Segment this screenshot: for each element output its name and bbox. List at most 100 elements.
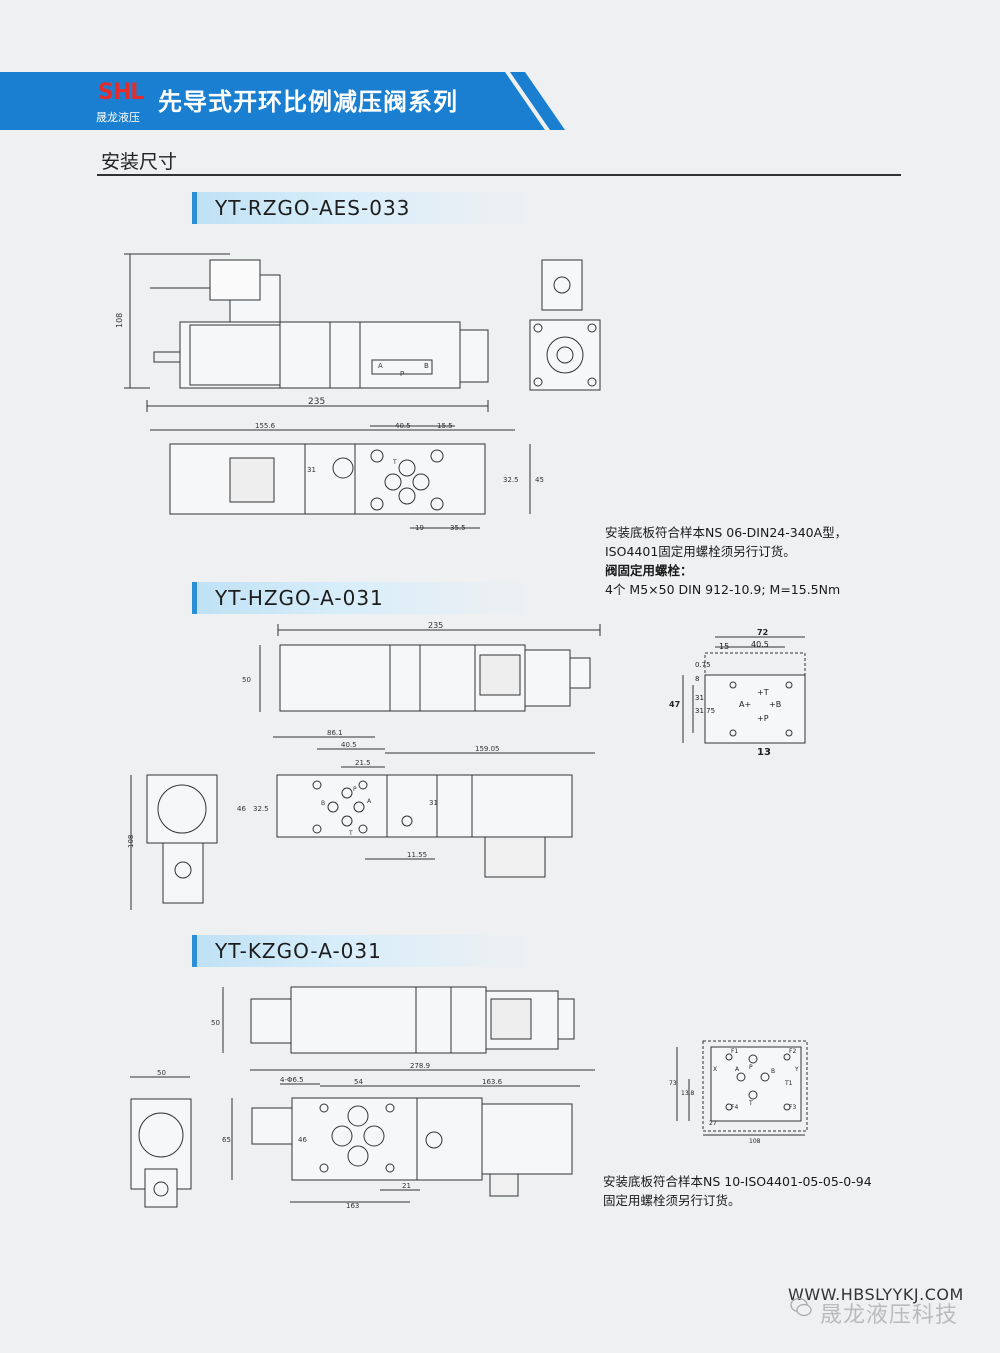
dim-31: 31 bbox=[307, 466, 316, 474]
mounting-note-2: 安装底板符合样本NS 10-ISO4401-05-05-0-94 固定用螺栓须另… bbox=[603, 1172, 923, 1210]
dim-side-108: 108 bbox=[127, 835, 135, 848]
dim-40: 40.5 bbox=[751, 640, 769, 649]
port-label-p: +P bbox=[757, 714, 769, 723]
port-label-b: B bbox=[424, 362, 429, 370]
port-label-f3: F3 bbox=[789, 1104, 796, 1111]
port-label-p: P bbox=[353, 786, 357, 793]
dim-13: 13 bbox=[757, 747, 771, 758]
dim-0-75: 0.75 bbox=[695, 661, 711, 669]
port-label-b: B bbox=[771, 1068, 775, 1075]
dim-31: 31 bbox=[695, 694, 704, 702]
port-label-b: B bbox=[321, 800, 325, 807]
dim-32: 32.5 bbox=[503, 476, 519, 484]
mounting-plate-2: 73 13.8 27 108 F1 F2 F3 F4 X Y A B P T T… bbox=[669, 1040, 808, 1145]
dim-length: 235 bbox=[428, 621, 443, 630]
series-title: 先导式开环比例减压阀系列 bbox=[158, 88, 458, 116]
dim-47: 47 bbox=[669, 700, 680, 709]
drawing-3-top-view: 278.9 4-Φ6.5 54 163.6 65 46 21 163 bbox=[222, 1062, 595, 1210]
dim-length: 235 bbox=[308, 397, 325, 407]
dim-40: 40.5 bbox=[341, 741, 357, 749]
note-line: 固定用螺栓须另行订货。 bbox=[603, 1193, 741, 1208]
dim-21: 21.5 bbox=[355, 759, 371, 767]
dim-159: 159.05 bbox=[475, 745, 500, 753]
section-divider bbox=[97, 174, 901, 176]
dim-31-75: 31.75 bbox=[695, 707, 715, 715]
note-line: 安装底板符合样本NS 06-DIN24-340A型， bbox=[605, 525, 848, 540]
port-label-f1: F1 bbox=[731, 1048, 738, 1055]
dim-40: 40.5 bbox=[395, 422, 411, 430]
dim-32: 32.5 bbox=[253, 805, 269, 813]
model-banner-3: YT-KZGO-A-031 bbox=[192, 935, 527, 967]
dim-86: 86.1 bbox=[327, 729, 343, 737]
port-label-p: P bbox=[749, 1064, 753, 1071]
dim-45: 45 bbox=[535, 476, 544, 484]
dim-54: 54 bbox=[354, 1078, 363, 1086]
mounting-note-1: 安装底板符合样本NS 06-DIN24-340A型， ISO4401固定用螺栓须… bbox=[605, 523, 925, 599]
port-label-y: Y bbox=[794, 1066, 799, 1073]
port-label-t: T bbox=[392, 459, 397, 466]
note-line: ISO4401固定用螺栓须另行订货。 bbox=[605, 544, 796, 559]
dim-hole: 4-Φ6.5 bbox=[280, 1076, 304, 1084]
port-label-f4: F4 bbox=[731, 1104, 738, 1111]
port-label-f2: F2 bbox=[789, 1048, 796, 1055]
port-label-a: A bbox=[378, 362, 383, 370]
drawing-3-end-view: 50 bbox=[130, 1069, 192, 1208]
drawing-1-side-view: 108 235 A P B bbox=[115, 253, 489, 412]
note-line: 安装底板符合样本NS 10-ISO4401-05-05-0-94 bbox=[603, 1174, 872, 1189]
dim-height: 50 bbox=[211, 1019, 220, 1027]
port-label-a: A bbox=[367, 798, 372, 805]
dim-46: 46 bbox=[237, 805, 246, 813]
footer-website: WWW.HBSLYYKJ.COM bbox=[788, 1285, 964, 1304]
dim-163-6: 163.6 bbox=[482, 1078, 503, 1086]
port-label-t: +T bbox=[757, 688, 769, 697]
model-name: YT-HZGO-A-031 bbox=[215, 586, 384, 610]
dim-15: 15.5 bbox=[437, 422, 453, 430]
port-label-p: P bbox=[400, 370, 404, 378]
drawing-2-side-view: 235 50 bbox=[242, 621, 601, 712]
dim-13: 13.8 bbox=[681, 1090, 695, 1097]
dim-46: 46 bbox=[298, 1136, 307, 1144]
dim-35: 35.5 bbox=[450, 524, 466, 532]
port-label-t: T bbox=[348, 830, 353, 837]
port-label-a: A bbox=[735, 1066, 740, 1073]
drawing-2-top-view: 86.1 40.5 21.5 159.05 46 32.5 31 11.55 B… bbox=[237, 729, 595, 878]
model-banner-1: YT-RZGO-AES-033 bbox=[192, 192, 527, 224]
dim-278: 278.9 bbox=[410, 1062, 430, 1070]
port-label-b: +B bbox=[769, 700, 781, 709]
section-title: 安装尺寸 bbox=[101, 151, 178, 173]
dim-108: 108 bbox=[749, 1138, 761, 1145]
header-band bbox=[0, 72, 565, 130]
drawing-1-end-view bbox=[529, 259, 601, 391]
logo-caption: 晟龙液压 bbox=[96, 111, 140, 124]
port-label-t1: T1 bbox=[784, 1080, 793, 1087]
dim-19: 19 bbox=[415, 524, 424, 532]
port-label-a: A+ bbox=[739, 700, 751, 709]
note-line: 阀固定用螺栓： bbox=[605, 563, 693, 578]
port-label-x: X bbox=[713, 1066, 717, 1073]
dim-height: 108 bbox=[115, 313, 124, 328]
dim-72: 72 bbox=[757, 628, 768, 637]
model-banner-2: YT-HZGO-A-031 bbox=[192, 582, 527, 614]
port-label-t: T bbox=[748, 1100, 753, 1107]
dim-21: 21 bbox=[402, 1182, 411, 1190]
dim-height: 50 bbox=[242, 676, 251, 684]
mounting-plate-1: 72 40.5 15 47 31.75 31 0.75 8 13 +T A+ +… bbox=[669, 628, 806, 758]
model-name: YT-KZGO-A-031 bbox=[215, 939, 382, 963]
dim-width: 50 bbox=[157, 1069, 166, 1077]
drawing-3-side-view: 50 bbox=[211, 986, 575, 1054]
dim-155: 155.6 bbox=[255, 422, 276, 430]
dim-15: 15 bbox=[719, 642, 729, 651]
wechat-icon bbox=[790, 1297, 812, 1317]
dim-65: 65 bbox=[222, 1136, 231, 1144]
model-name: YT-RZGO-AES-033 bbox=[215, 196, 411, 220]
drawing-2-end-view: 108 bbox=[127, 774, 218, 910]
dim-163: 163 bbox=[346, 1202, 359, 1210]
drawing-1-top-view: 155.6 40.5 15.5 19 35.5 45 32.5 31 T bbox=[150, 422, 544, 532]
dim-11: 11.55 bbox=[407, 851, 427, 859]
dim-31: 31 bbox=[429, 799, 438, 807]
company-logo: SHL bbox=[98, 80, 144, 105]
footer-brand: 晟龙液压科技 bbox=[820, 1303, 959, 1328]
dim-27: 27 bbox=[709, 1120, 717, 1127]
dim-73: 73 bbox=[669, 1080, 677, 1087]
note-line: 4个 M5×50 DIN 912-10.9; M=15.5Nm bbox=[605, 582, 841, 597]
